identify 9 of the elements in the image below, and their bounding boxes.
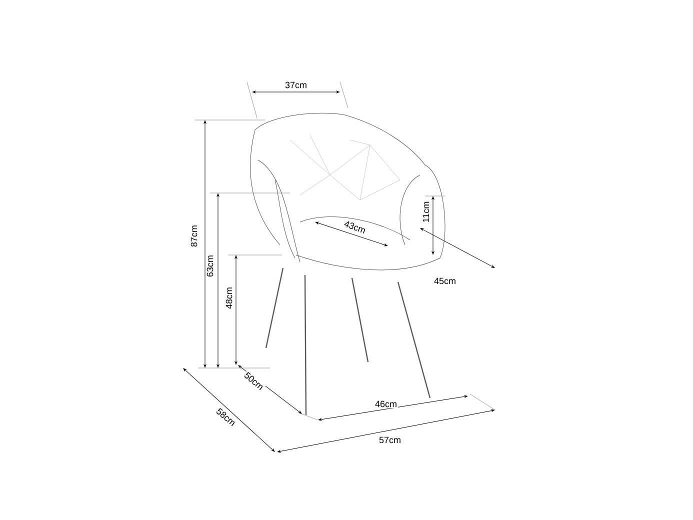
dimension-label: 11cm — [422, 200, 430, 224]
dimension-label: 46cm — [374, 400, 398, 408]
dimension-label: 57cm — [378, 436, 402, 444]
dimension-label: 37cm — [284, 80, 308, 90]
dimension-label: 63cm — [206, 254, 214, 278]
dimension-label: 87cm — [190, 224, 198, 248]
dimension-label: 43cm — [342, 218, 368, 236]
dimension-label: 48cm — [224, 286, 234, 310]
dimension-label: 45cm — [433, 276, 457, 286]
